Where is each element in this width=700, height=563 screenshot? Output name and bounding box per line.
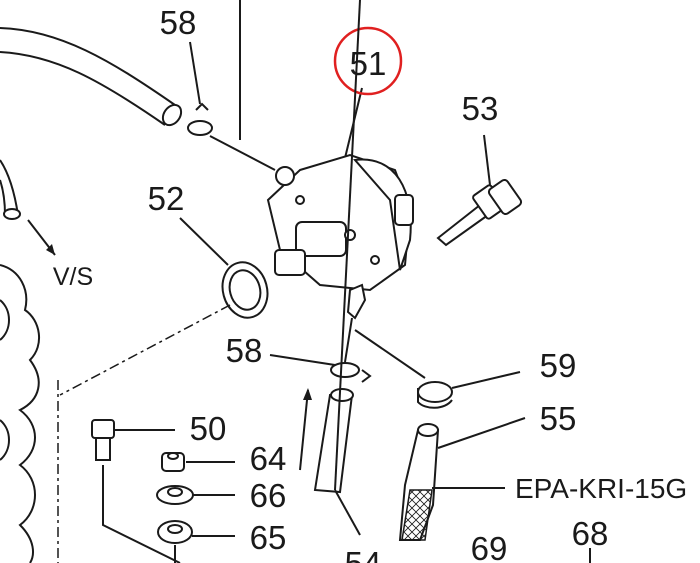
washer-66 [156, 485, 235, 505]
engine-block [0, 264, 59, 563]
bolt-50 [91, 419, 181, 563]
callout-54: 54 [345, 545, 382, 563]
callout-58-top: 58 [160, 4, 197, 41]
callout-66: 66 [250, 477, 287, 514]
hose-top-left [0, 27, 183, 256]
hose-55 [398, 417, 526, 541]
callout-52: 52 [148, 180, 185, 217]
callout-53: 53 [462, 90, 499, 127]
washer-65 [157, 520, 235, 563]
clip-59 [417, 371, 521, 409]
callout-58-mid: 58 [226, 332, 263, 369]
gasket-52 [59, 217, 269, 396]
callout-68: 68 [572, 515, 609, 552]
fuel-pump-51 [266, 87, 414, 320]
callout-59: 59 [540, 347, 577, 384]
callout-epa-kri-15g: EPA-KRI-15G [515, 473, 687, 504]
callout-50: 50 [190, 410, 227, 447]
callout-69: 69 [471, 530, 508, 563]
callout-vs: V/S [53, 263, 93, 291]
callout-55: 55 [540, 400, 577, 437]
bolt-53 [436, 134, 523, 247]
hose-54 [313, 0, 361, 536]
callout-65: 65 [250, 519, 287, 556]
nut-64 [161, 452, 235, 472]
clip-58-top [187, 41, 276, 171]
highlight-circle [333, 26, 403, 96]
clip-58-mid [269, 317, 426, 471]
callout-64: 64 [250, 440, 287, 477]
callout-51: 51 [350, 45, 387, 82]
